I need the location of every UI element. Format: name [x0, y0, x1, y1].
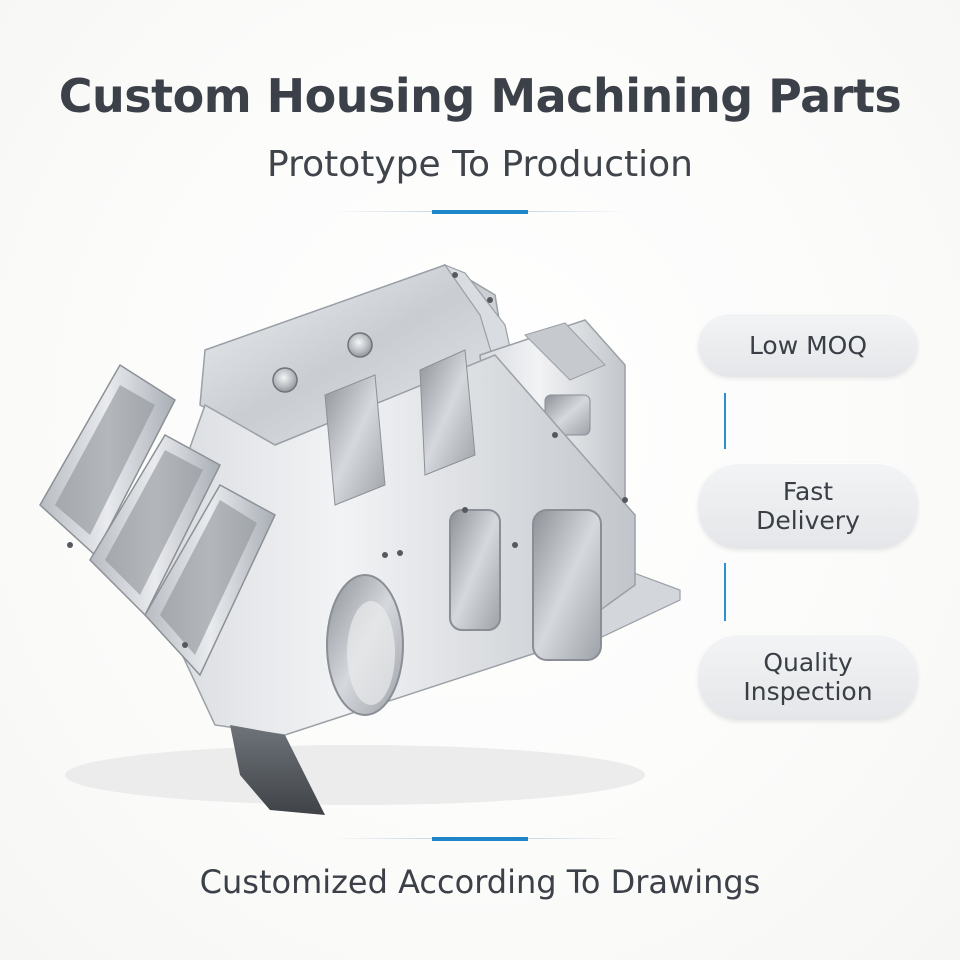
feature-label: Fast: [782, 477, 834, 506]
tapped-holes: [67, 272, 628, 648]
feature-connector-2: [724, 563, 726, 621]
top-hole-2: [347, 332, 373, 358]
machined-housing-image: [39, 263, 681, 815]
underside-shadow: [230, 725, 325, 815]
feature-fast-delivery: Fast Delivery: [698, 463, 918, 549]
gusset-3-pocket: [160, 500, 257, 655]
gusset-1-pocket: [55, 385, 155, 535]
interior-wall-1: [324, 374, 386, 506]
feature-label: Delivery: [756, 506, 860, 535]
right-window: [524, 322, 606, 381]
page-subtitle: Prototype To Production: [267, 144, 693, 185]
feature-connector-1: [724, 393, 726, 449]
interior-wall-2: [419, 349, 476, 476]
feature-quality-inspection: Quality Inspection: [698, 634, 918, 720]
feature-label: Quality: [763, 648, 853, 677]
divider-accent: [432, 210, 528, 214]
top-hole-1: [272, 367, 298, 393]
bottom-divider: [330, 837, 630, 841]
feature-low-moq: Low MOQ: [698, 313, 918, 377]
page-title: Custom Housing Machining Parts: [58, 69, 902, 123]
footer-caption: Customized According To Drawings: [199, 863, 761, 901]
oval-highlight: [347, 601, 395, 705]
rect-window-2: [532, 509, 602, 661]
divider-accent: [432, 837, 528, 841]
feature-label: Low MOQ: [748, 330, 868, 360]
top-divider: [330, 210, 630, 214]
shadow: [65, 745, 645, 805]
rect-window-1: [449, 509, 501, 631]
feature-label: Inspection: [743, 677, 873, 706]
gusset-2-pocket: [105, 450, 203, 595]
